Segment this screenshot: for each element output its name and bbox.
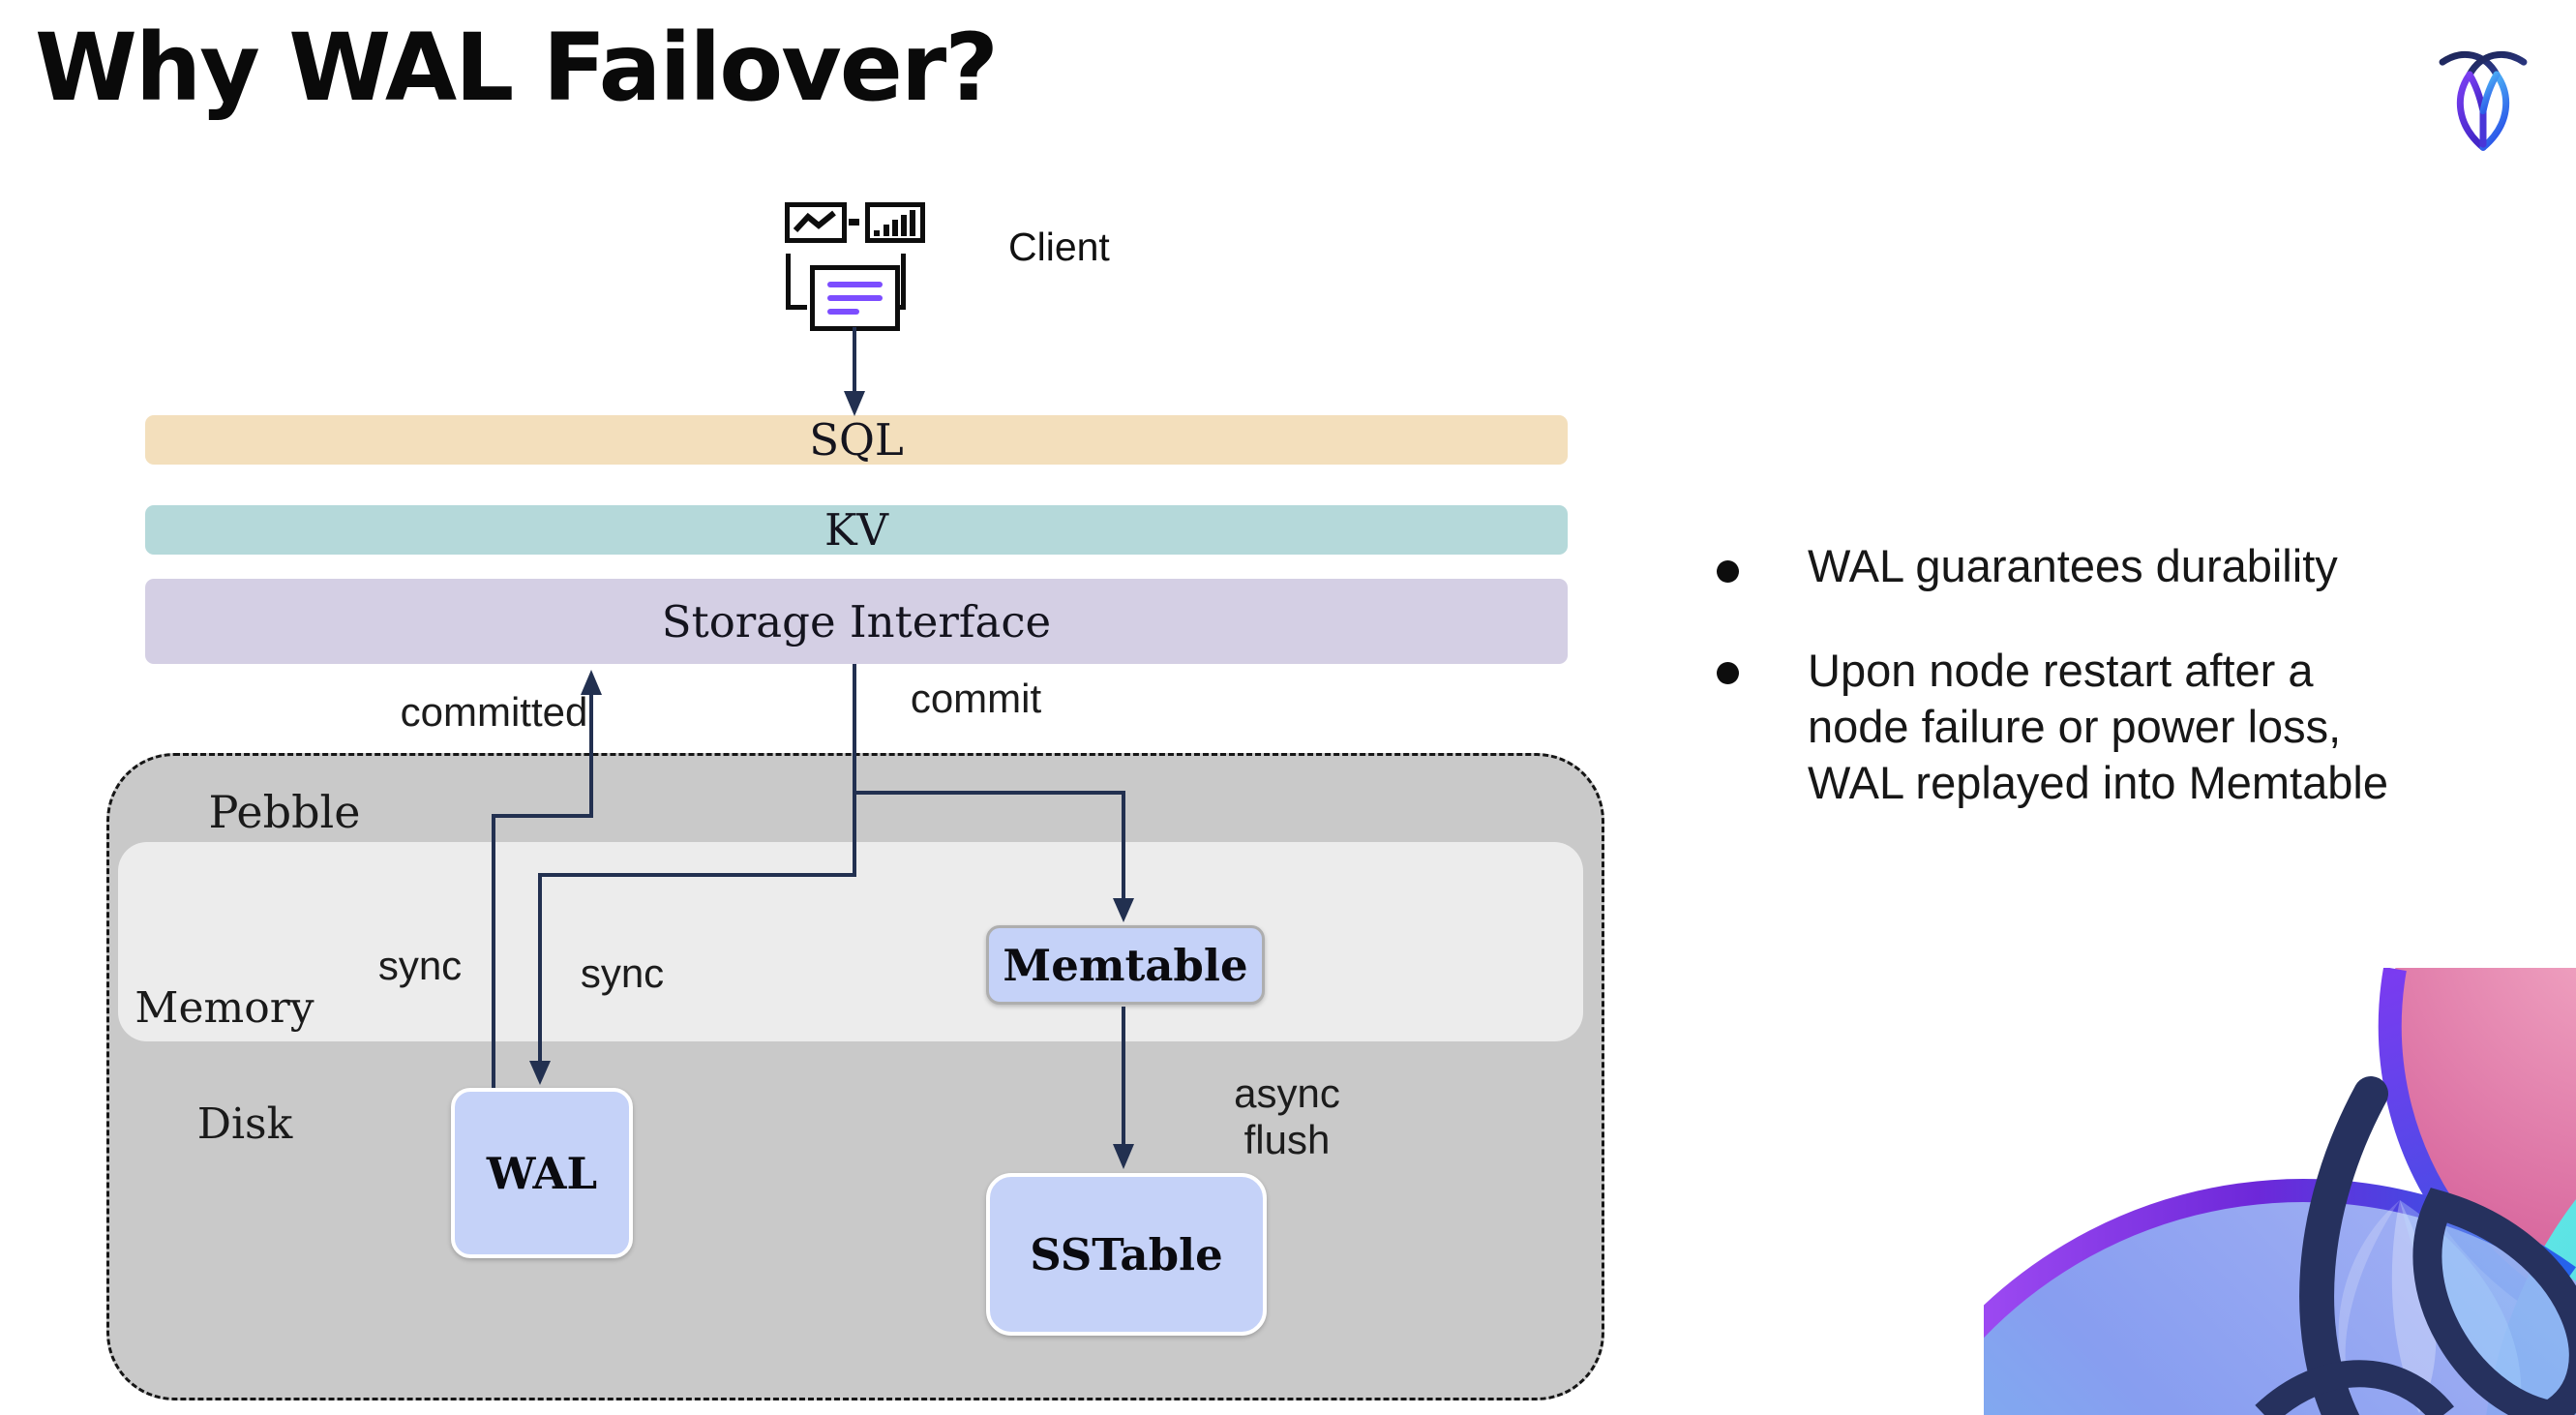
bullet-line: node failure or power loss,: [1808, 701, 2342, 752]
page-title: Why WAL Failover?: [35, 14, 999, 122]
client-dash-icon: [849, 219, 859, 226]
sstable-node-label: SSTable: [1030, 1228, 1223, 1280]
client-linechart-icon: [785, 202, 847, 243]
sstable-node: SSTable: [986, 1173, 1267, 1336]
bullet-line: WAL replayed into Memtable: [1808, 757, 2388, 808]
client-barchart-icon: [865, 202, 925, 243]
wal-node: WAL: [451, 1088, 633, 1258]
arrowhead-down-icon: [844, 391, 865, 416]
document-line: [827, 309, 859, 315]
layer-bar-storage-interface: Storage Interface: [145, 579, 1568, 664]
brand-sphere-artwork-icon: [1984, 968, 2576, 1415]
client-bracket-left-icon: [786, 254, 807, 310]
layer-bar-kv: KV: [145, 504, 1568, 556]
bullet-item: WAL guarantees durability: [1808, 538, 2338, 594]
bullet-item: Upon node restart after a node failure o…: [1808, 643, 2388, 811]
edge-label-sync-left: sync: [377, 943, 463, 988]
edge-label-async-flush: async flush: [1234, 1070, 1340, 1162]
layer-bar-sql-label: SQL: [809, 414, 904, 466]
pebble-label: Pebble: [208, 786, 361, 838]
layer-bar-sql: SQL: [145, 414, 1568, 466]
bullet-dot: [1717, 662, 1739, 684]
memory-label: Memory: [135, 983, 315, 1033]
memtable-node-label: Memtable: [1003, 939, 1248, 991]
memory-band: [118, 842, 1583, 1041]
document-line: [827, 282, 883, 287]
document-line: [827, 295, 883, 301]
wal-node-label: WAL: [486, 1147, 598, 1199]
memtable-node: Memtable: [986, 925, 1265, 1005]
bullet-line: WAL guarantees durability: [1808, 540, 2338, 591]
edge-label-commit: commit: [910, 676, 1042, 721]
edge-label-committed: committed: [400, 689, 588, 735]
edge-label-sync-right: sync: [580, 950, 665, 996]
bullet-dot: [1717, 560, 1739, 583]
bullet-line: Upon node restart after a: [1808, 645, 2314, 696]
disk-label: Disk: [196, 1099, 293, 1149]
layer-bar-kv-label: KV: [824, 504, 889, 556]
layer-bar-storage-label: Storage Interface: [661, 595, 1052, 647]
client-label: Client: [1008, 225, 1110, 269]
cockroachdb-logo-icon: [2439, 50, 2528, 151]
brand-artwork: [1984, 968, 2576, 1415]
